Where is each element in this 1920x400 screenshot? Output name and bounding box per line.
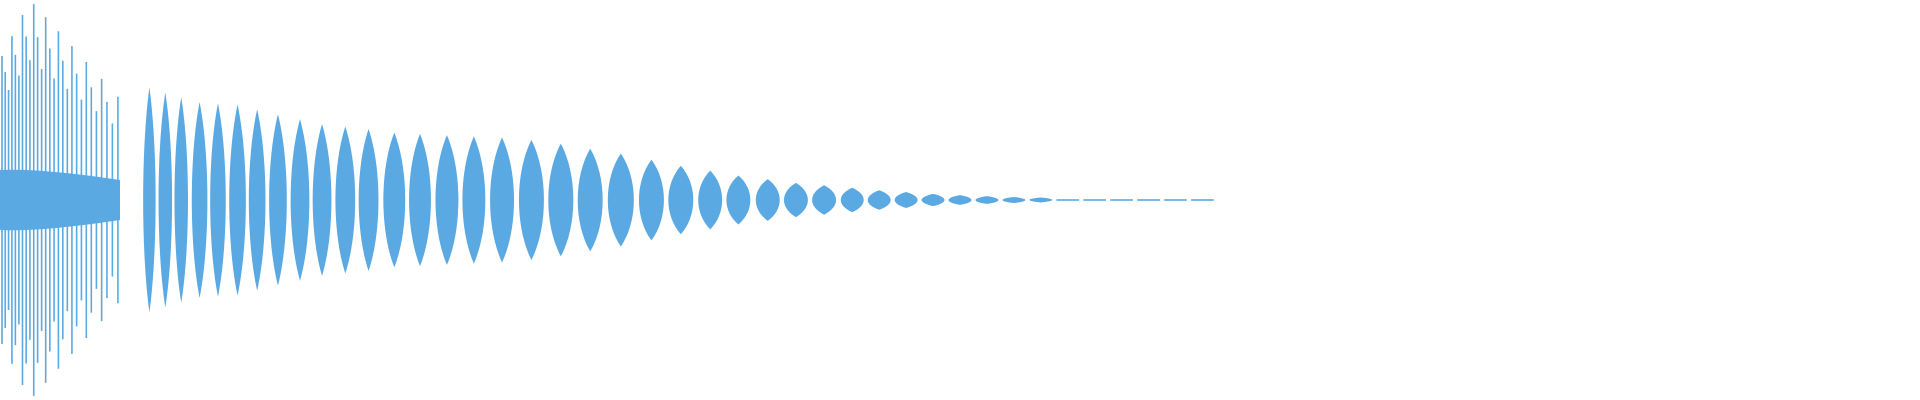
waveform-lobe bbox=[726, 175, 751, 225]
waveform-lobe bbox=[577, 148, 603, 252]
waveform-lobe bbox=[462, 136, 486, 264]
waveform-lobe bbox=[248, 109, 266, 291]
waveform-tail-dash bbox=[1083, 199, 1107, 201]
waveform-lobe bbox=[210, 103, 226, 297]
waveform-lobe bbox=[409, 133, 431, 267]
waveform-lobe bbox=[607, 153, 634, 247]
waveform-lobe bbox=[290, 119, 310, 281]
waveform-tail-dash bbox=[1164, 199, 1187, 201]
waveform-lobe bbox=[948, 195, 972, 205]
waveform-spike bbox=[95, 111, 98, 289]
waveform-lobe bbox=[812, 185, 837, 215]
waveform-lobe bbox=[1029, 197, 1053, 203]
waveform-lobe bbox=[921, 193, 945, 207]
waveform-lobe bbox=[335, 126, 356, 274]
waveform-lobes bbox=[0, 4, 1214, 396]
waveform-lobe bbox=[783, 182, 808, 218]
waveform-spike bbox=[14, 54, 17, 346]
waveform-spike bbox=[25, 36, 27, 364]
waveform-spike bbox=[11, 36, 13, 364]
waveform-lobe bbox=[548, 143, 574, 257]
waveform-lobe bbox=[174, 97, 188, 303]
waveform-spike bbox=[21, 15, 24, 385]
waveform-spike bbox=[44, 17, 47, 383]
waveform-lobe bbox=[894, 192, 918, 208]
waveform-lobe bbox=[358, 128, 379, 272]
waveform-spike bbox=[106, 101, 108, 299]
waveform-spike bbox=[100, 78, 103, 322]
waveform-lobe bbox=[755, 179, 780, 221]
waveform-spike bbox=[32, 4, 35, 396]
waveform-spike bbox=[62, 60, 64, 340]
waveform-lobe bbox=[840, 187, 864, 213]
waveform-lobe bbox=[191, 102, 208, 298]
waveform-lobe bbox=[975, 196, 999, 204]
waveform-spike bbox=[4, 72, 7, 328]
waveform-spike bbox=[40, 68, 43, 332]
waveform-spike bbox=[66, 88, 69, 312]
waveform-spike bbox=[57, 31, 60, 369]
waveform-lobe bbox=[312, 124, 332, 276]
waveform-lobe bbox=[383, 132, 406, 268]
waveform-spike bbox=[71, 46, 73, 354]
waveform-spike bbox=[117, 96, 119, 304]
waveform-spike bbox=[85, 61, 88, 339]
waveform-lobe bbox=[518, 140, 544, 260]
waveform-spike bbox=[18, 75, 20, 325]
waveform-lobe bbox=[269, 114, 287, 286]
waveform-spike bbox=[90, 87, 93, 313]
waveform-lobe bbox=[229, 104, 246, 296]
waveform-spike bbox=[111, 123, 114, 277]
waveform-lobe bbox=[638, 159, 664, 241]
waveform-spike bbox=[29, 60, 31, 340]
waveform-lobe bbox=[490, 137, 515, 263]
waveform-tail-dash bbox=[1110, 199, 1133, 201]
waveform-lobe bbox=[435, 135, 459, 265]
waveform-tail-dash bbox=[1191, 199, 1214, 201]
waveform-lobe bbox=[698, 170, 723, 230]
waveform-spike bbox=[49, 48, 51, 352]
waveform-tail-dash bbox=[1056, 199, 1080, 201]
waveform-spike bbox=[7, 90, 10, 310]
waveform-lobe bbox=[867, 190, 891, 210]
waveform-lobe bbox=[668, 165, 694, 235]
waveform-spike bbox=[80, 99, 83, 301]
waveform-spike bbox=[1, 56, 3, 344]
waveform-spike bbox=[36, 37, 39, 363]
waveform-lobe bbox=[158, 92, 173, 308]
waveform-lobe bbox=[143, 87, 156, 313]
waveform-lobe bbox=[1002, 196, 1026, 204]
waveform-spike bbox=[75, 73, 78, 327]
waveform-spike bbox=[53, 78, 55, 322]
waveform-tail-dash bbox=[1137, 199, 1160, 201]
